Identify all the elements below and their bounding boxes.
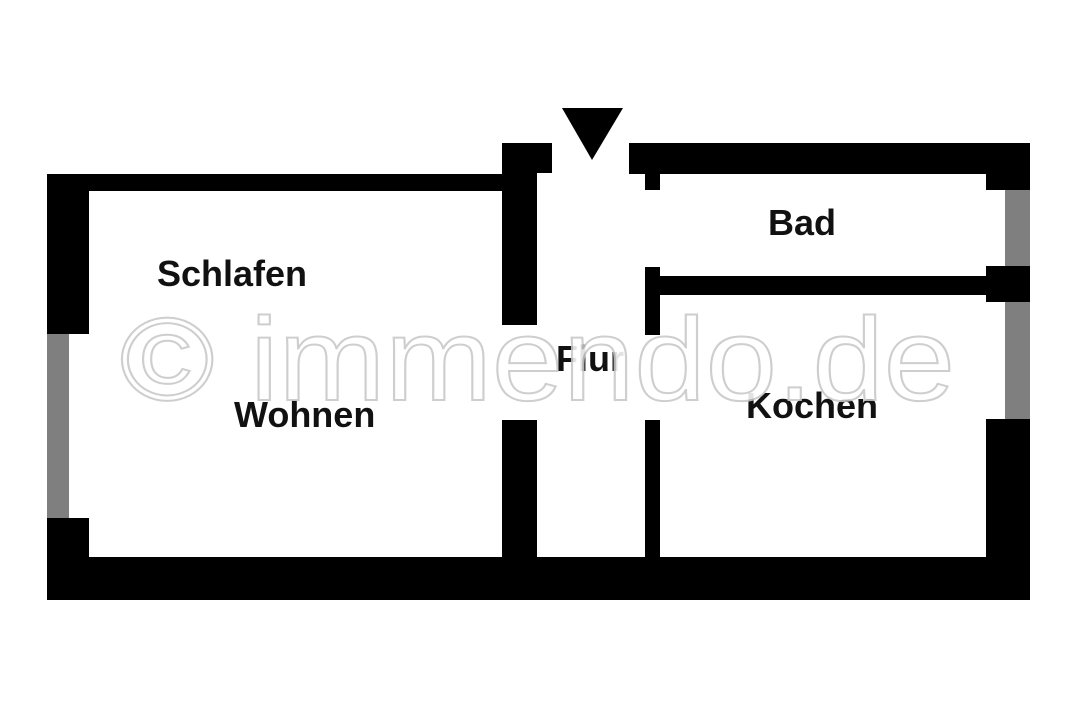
wall-kitchen-left-lower xyxy=(645,420,660,570)
walls xyxy=(47,143,1030,600)
wall-entrance-left xyxy=(502,143,552,173)
wall-left-upper xyxy=(47,174,89,334)
window-kochen xyxy=(1005,302,1030,419)
wall-right-bottom xyxy=(986,419,1030,600)
wall-corridor-left-upper xyxy=(502,143,537,325)
windows xyxy=(47,190,1030,518)
room-label-wohnen: Wohnen xyxy=(234,394,375,435)
wall-top-right xyxy=(629,143,1030,174)
window-left xyxy=(47,334,69,518)
wall-corridor-left-lower xyxy=(502,420,537,570)
room-label-bad: Bad xyxy=(768,202,836,243)
wall-right-top xyxy=(986,143,1030,190)
wall-bad-kochen xyxy=(645,276,1030,295)
room-label-flur: Flur xyxy=(556,338,624,379)
room-label-schlafen: Schlafen xyxy=(157,253,307,294)
wall-bottom xyxy=(47,557,1030,600)
down-triangle-icon xyxy=(562,108,623,160)
window-bad xyxy=(1005,190,1030,266)
wall-top-left xyxy=(47,174,537,191)
watermark: © immendo.de xyxy=(120,294,955,426)
wall-bad-left xyxy=(645,170,660,190)
room-label-kochen: Kochen xyxy=(746,385,878,426)
wall-right-mid xyxy=(986,266,1030,302)
